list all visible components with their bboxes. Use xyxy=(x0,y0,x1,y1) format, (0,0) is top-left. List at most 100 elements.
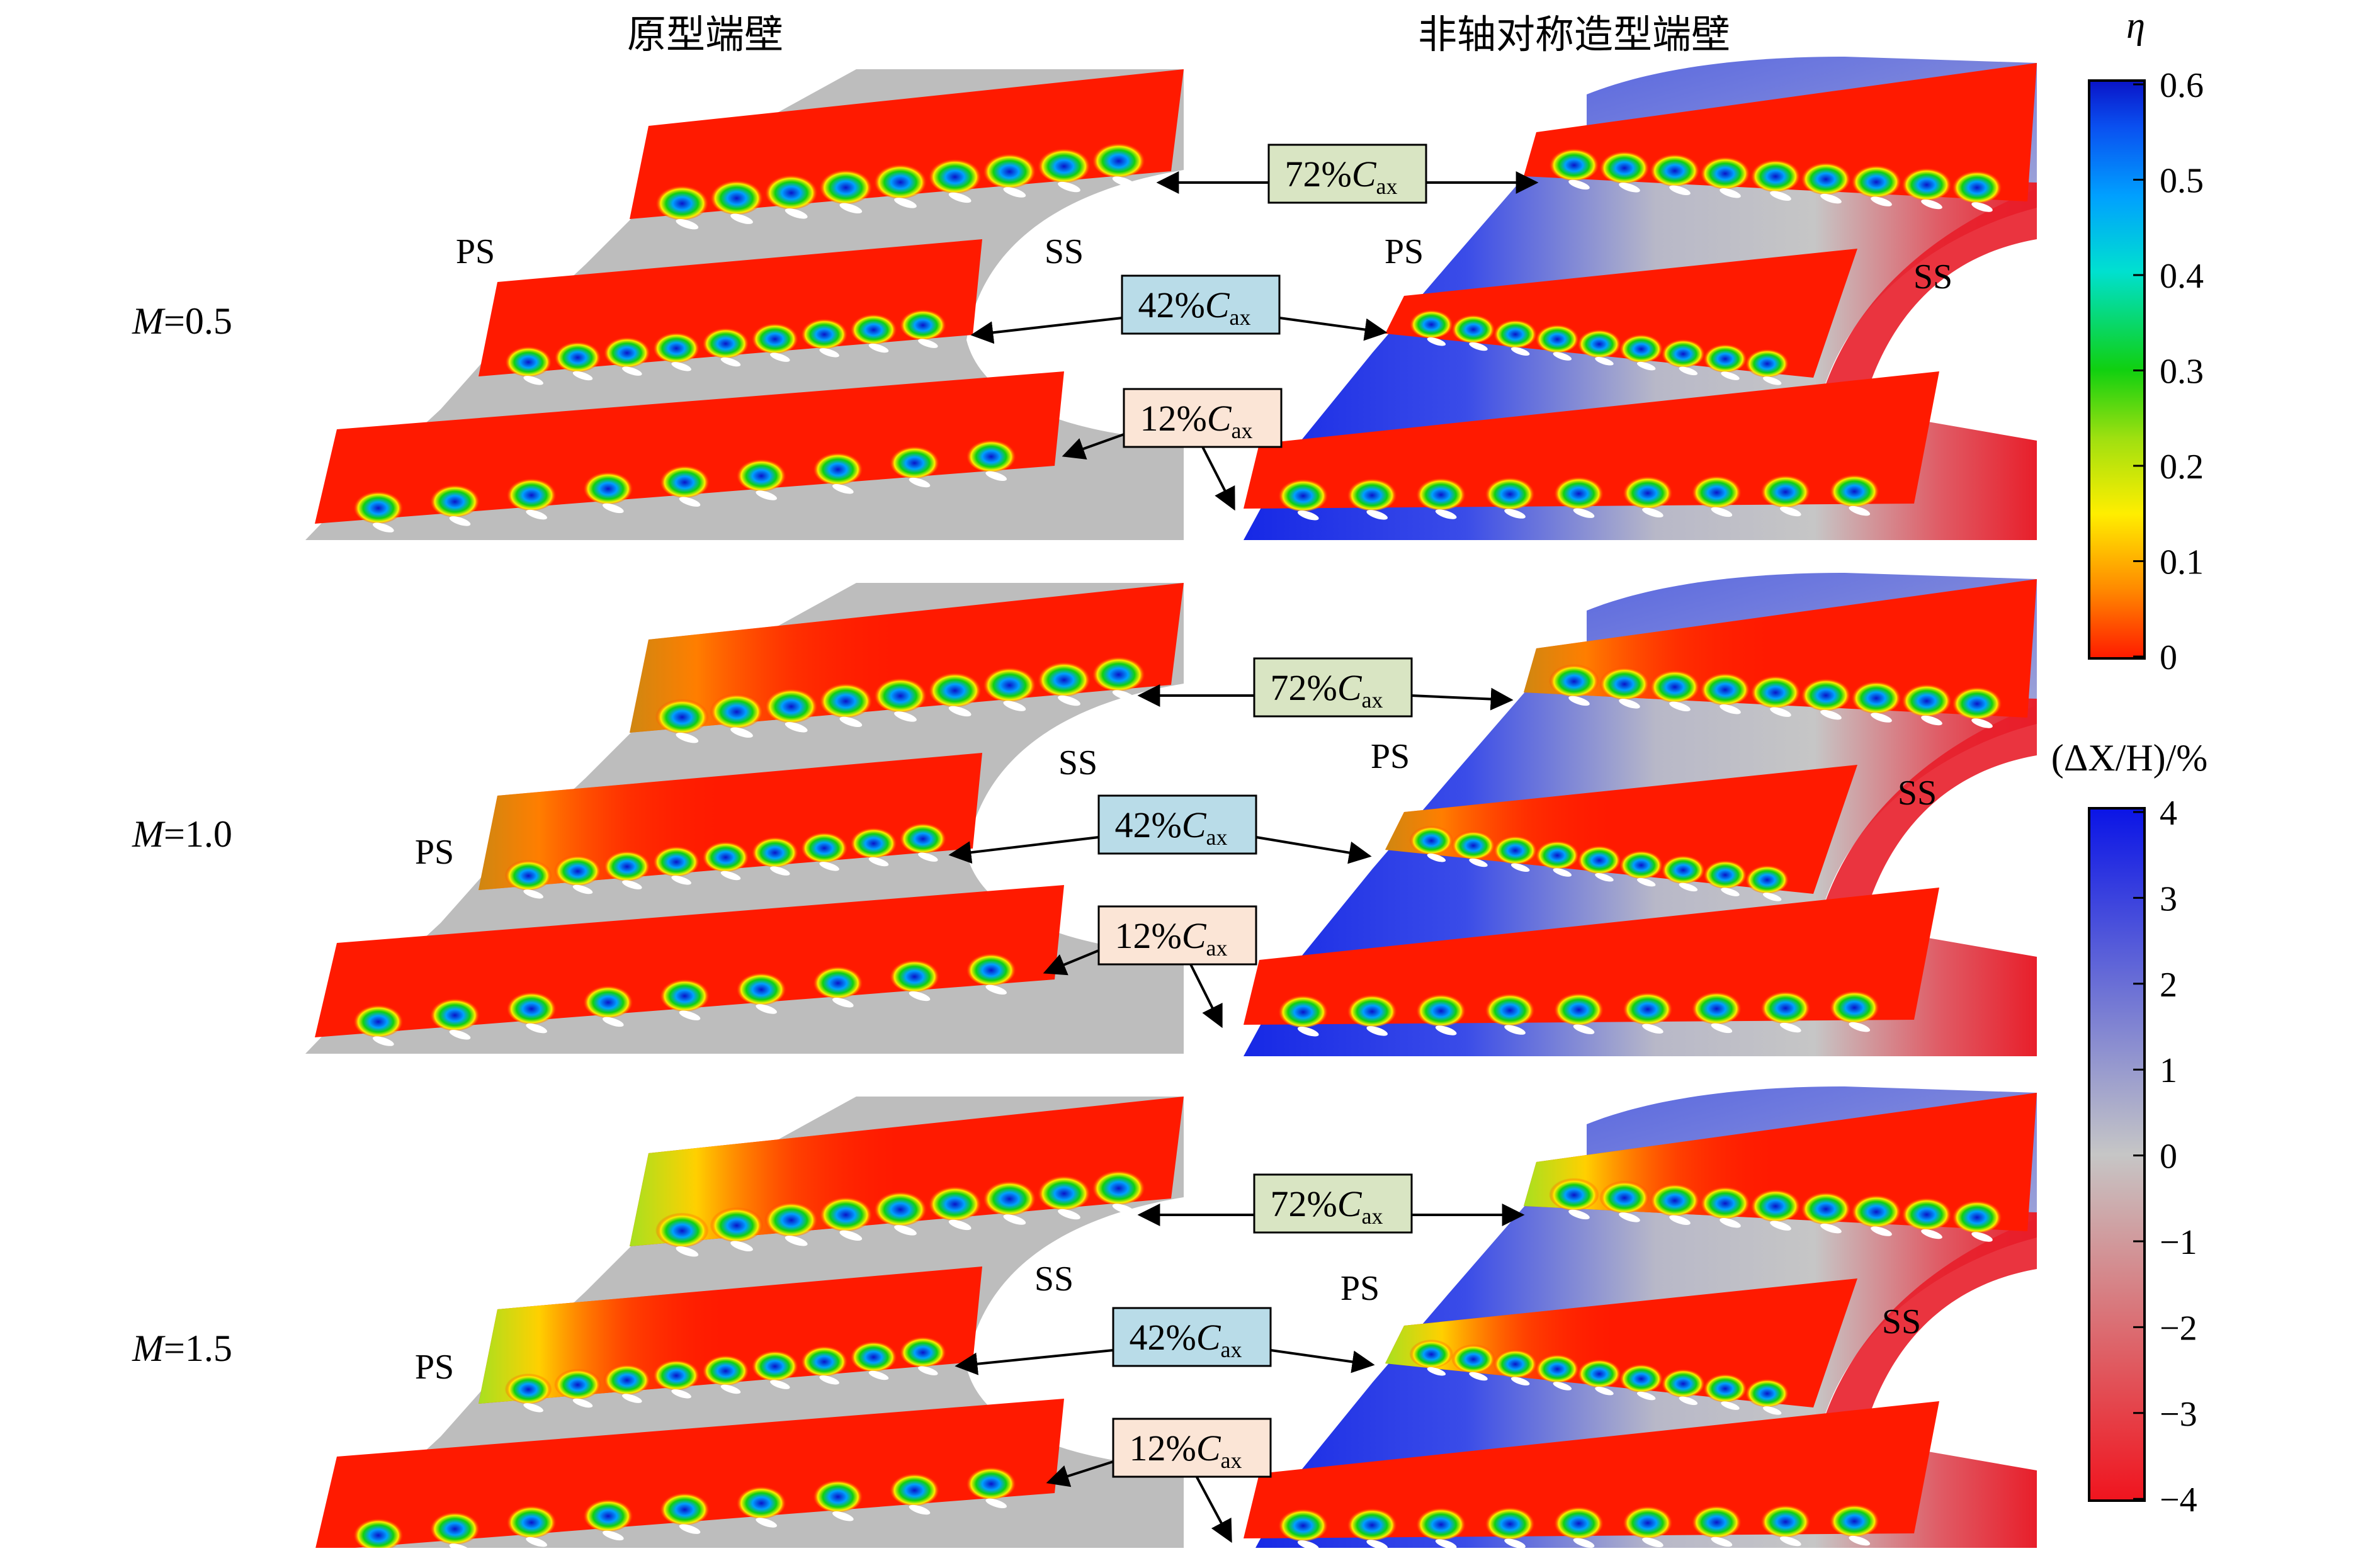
coolant-jet-spot xyxy=(751,835,799,867)
coolant-jet-spot xyxy=(710,692,764,728)
coolant-jet-spot xyxy=(652,844,700,877)
plane-label-text: 12%Cax xyxy=(1140,398,1253,443)
coolant-jet-spot xyxy=(710,1205,764,1242)
pointer-arrow xyxy=(1411,687,1514,711)
film-cooling-hole xyxy=(1427,853,1446,862)
plane-edge-glow xyxy=(630,583,1184,733)
coolant-jet-spot xyxy=(1577,1357,1621,1388)
coolant-jet-spot xyxy=(1451,313,1495,343)
plane-label-box xyxy=(1097,905,1257,966)
suction-side-region xyxy=(1820,189,2037,403)
film-cooling-hole xyxy=(1595,1387,1614,1396)
coolant-jet-spot xyxy=(1745,1377,1789,1407)
coolant-jet-spot xyxy=(1485,475,1536,510)
film-cooling-hole xyxy=(1820,193,1842,204)
film-cooling-hole xyxy=(449,1030,471,1040)
film-cooling-hole xyxy=(1366,1026,1388,1036)
coolant-jet-spot xyxy=(353,489,404,524)
coolant-jet-spot xyxy=(850,826,897,858)
film-cooling-hole xyxy=(1820,1223,1842,1234)
film-cooling-hole xyxy=(1595,357,1614,366)
dx-tick-label: 4 xyxy=(2160,794,2177,833)
coolant-jet-spot xyxy=(582,1497,633,1532)
coolant-jet-spot xyxy=(1599,1179,1650,1214)
film-cooling-hole xyxy=(985,984,1007,995)
coolant-jet-spot xyxy=(928,1184,982,1221)
film-cooling-hole xyxy=(770,1380,790,1389)
coolant-jet-spot xyxy=(353,1003,404,1037)
film-cooling-hole xyxy=(1711,1023,1733,1034)
film-cooling-hole xyxy=(526,1023,547,1034)
film-cooling-hole xyxy=(1003,701,1026,711)
plane-edge-glow xyxy=(479,753,982,890)
coolant-jet-spot xyxy=(966,437,1017,472)
mass-flux-ratio-label: M=1.0 xyxy=(132,813,232,855)
film-cooling-hole xyxy=(1427,1367,1446,1376)
coolant-jet-spot xyxy=(1745,347,1789,378)
coolant-jet-spot xyxy=(1535,838,1580,869)
film-cooling-hole xyxy=(1510,863,1530,872)
coolant-jet-spot xyxy=(1952,685,2002,719)
left-panel-row-1 xyxy=(305,69,1184,540)
film-cooling-hole xyxy=(1921,1229,1942,1239)
coolant-jet-spot xyxy=(429,483,480,517)
film-cooling-hole xyxy=(1720,704,1741,714)
pressure-side-label: PS xyxy=(1340,1269,1380,1308)
coolant-jet-spot xyxy=(1901,1195,1952,1231)
coolant-jet-spot xyxy=(889,1471,940,1506)
film-cooling-hole xyxy=(730,213,753,224)
film-cooling-hole xyxy=(1770,191,1791,201)
coolant-jet-spot xyxy=(928,157,982,194)
film-cooling-hole xyxy=(1642,1024,1663,1034)
coolant-jet-spot xyxy=(504,344,552,377)
coolant-jet-spot xyxy=(850,312,897,344)
coolant-jet-spot xyxy=(1493,834,1538,864)
coolant-jet-spot xyxy=(506,1503,557,1538)
film-cooling-hole xyxy=(985,1498,1007,1509)
coolant-jet-spot xyxy=(1553,475,1604,509)
coolant-jet-spot xyxy=(819,167,873,205)
coolant-jet-spot xyxy=(1409,1338,1454,1368)
coolant-jet-spot xyxy=(655,697,709,734)
coolant-jet-spot xyxy=(736,457,787,492)
film-cooling-hole xyxy=(1669,701,1691,712)
coolant-jet-spot xyxy=(982,665,1036,702)
mass-flux-ratio-label: M=0.5 xyxy=(132,300,232,342)
coolant-jet-spot xyxy=(1415,476,1466,510)
film-cooling-hole xyxy=(839,203,863,214)
coolant-jet-spot xyxy=(1661,854,1706,884)
film-cooling-hole xyxy=(1770,1221,1791,1231)
coolant-jet-spot xyxy=(1952,169,2002,203)
coolant-jet-spot xyxy=(1703,1372,1747,1402)
coolant-jet-spot xyxy=(1703,342,1747,373)
film-cooling-hole xyxy=(1762,893,1782,901)
coolant-jet-spot xyxy=(1535,322,1580,353)
film-cooling-hole xyxy=(1003,187,1026,198)
film-cooling-hole xyxy=(1780,1536,1801,1547)
film-cooling-hole xyxy=(1721,888,1740,896)
coolant-jet-spot xyxy=(702,840,749,872)
eta-tick-label: 0.6 xyxy=(2160,66,2204,105)
coolant-jet-spot xyxy=(889,957,940,993)
coolant-jet-spot xyxy=(429,996,480,1031)
film-cooling-hole xyxy=(1780,506,1801,517)
coolant-jet-spot xyxy=(710,178,764,215)
film-cooling-hole xyxy=(1669,185,1691,196)
coolant-jet-spot xyxy=(1092,141,1146,178)
coolant-jet-spot xyxy=(659,977,710,1012)
film-cooling-hole xyxy=(839,1230,863,1241)
plane-label-box xyxy=(1123,388,1283,448)
coolant-jet-spot xyxy=(659,1491,710,1525)
coolant-jet-spot xyxy=(1278,993,1329,1028)
coolant-jet-spot xyxy=(1801,160,1851,195)
coolant-jet-spot xyxy=(966,951,1017,986)
film-cooling-hole xyxy=(1573,1538,1595,1548)
plane-edge-glow xyxy=(630,1097,1184,1246)
film-cooling-hole xyxy=(1573,1024,1595,1034)
plane-label-text: 12%Cax xyxy=(1115,915,1228,961)
film-cooling-hole xyxy=(603,1017,624,1027)
film-cooling-hole xyxy=(909,991,931,1001)
measurement-plane xyxy=(630,69,1184,219)
coolant-jet-spot xyxy=(1549,146,1599,181)
